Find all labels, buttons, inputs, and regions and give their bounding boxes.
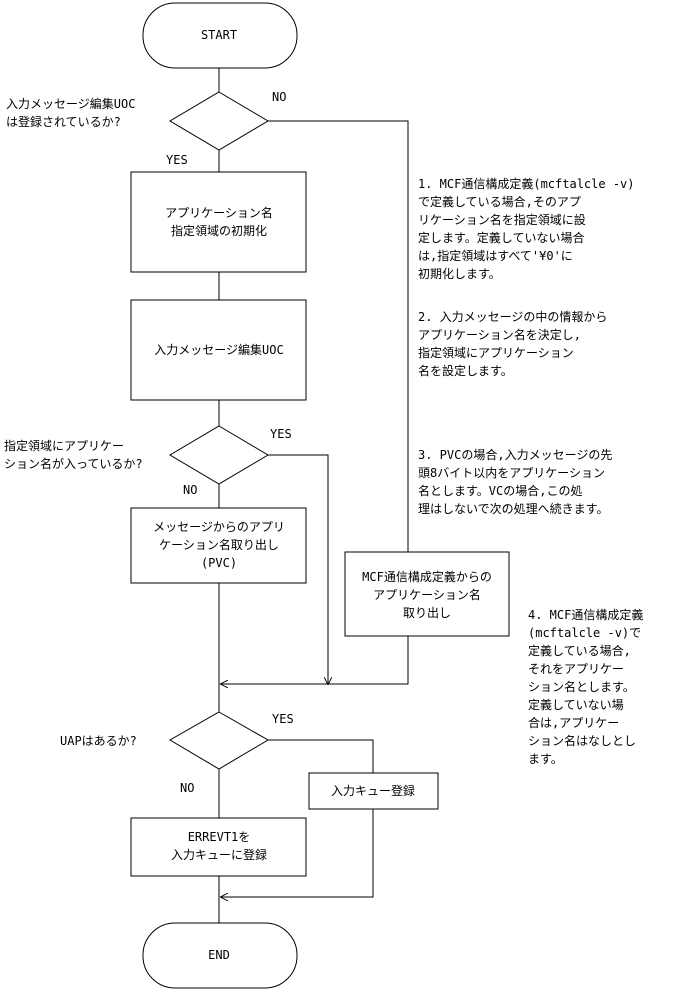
process-queue-line-1: 入力キュー登録 xyxy=(331,783,415,798)
start-label: START xyxy=(201,28,237,42)
decision-uoc-yes-label: YES xyxy=(166,153,188,167)
note-3-line-1: 3. PVCの場合,入力メッセージの先 xyxy=(418,447,612,462)
end-terminal: END xyxy=(142,922,298,989)
note-3: 3. PVCの場合,入力メッセージの先 頭8バイト以内をアプリケーション 名とし… xyxy=(418,447,612,516)
decision-appname-question-line-2: ション名が入っているか? xyxy=(4,456,143,471)
note-2-line-4: 名を設定します。 xyxy=(418,363,513,378)
decision-app-name-set: 指定領域にアプリケー ション名が入っているか? YES NO xyxy=(4,425,292,497)
process-init-app-name-area: アプリケーション名 指定領域の初期化 xyxy=(130,171,307,273)
decision-appname-question-line-1: 指定領域にアプリケー xyxy=(4,438,124,453)
note-4-line-8: ション名はなしとし xyxy=(528,733,636,748)
process-mcf-line-1: MCF通信構成定義からの xyxy=(362,569,492,584)
decision-uap-exists: UAPはあるか? YES NO xyxy=(60,711,294,795)
note-2: 2. 入力メッセージの中の情報から アプリケーション名を決定し, 指定領域にアプ… xyxy=(418,309,607,378)
decision-uoc-question-line-1: 入力メッセージ編集UOC xyxy=(6,96,135,111)
process-extract-from-message: メッセージからのアプリ ケーション名取り出し (PVC) xyxy=(130,507,307,584)
decision-uoc-no-label: NO xyxy=(272,90,286,104)
note-1: 1. MCF通信構成定義(mcftalcle -v) で定義している場合,そのア… xyxy=(418,176,635,281)
note-4-line-9: ます。 xyxy=(528,752,563,766)
decision-uap-yes-label: YES xyxy=(272,712,294,726)
process-extract-from-mcf-definition: MCF通信構成定義からの アプリケーション名 取り出し xyxy=(344,551,510,637)
decision-uap-question: UAPはあるか? xyxy=(60,734,137,748)
note-2-line-2: アプリケーション名を決定し, xyxy=(418,327,581,342)
connector-d3-yes xyxy=(268,739,374,773)
connector-p5-merge xyxy=(221,809,374,897)
process-mcf-line-3: 取り出し xyxy=(403,606,451,620)
note-2-line-3: 指定領域にアプリケーション xyxy=(418,345,574,360)
note-4: 4. MCF通信構成定義 (mcftalcle -v)で 定義している場合, そ… xyxy=(528,607,643,766)
connector-p4-merge xyxy=(221,636,409,684)
decision-appname-yes-label: YES xyxy=(270,427,292,441)
connector-d2-yes xyxy=(268,454,328,684)
start-terminal: START xyxy=(142,2,298,69)
process-init-line-2: 指定領域の初期化 xyxy=(171,223,267,238)
process-errevt1-line-2: 入力キューに登録 xyxy=(171,847,267,862)
note-1-line-5: は,指定領域はすべて'¥0'に xyxy=(418,248,573,263)
note-3-line-2: 頭8バイト以内をアプリケーション xyxy=(418,466,605,480)
process-input-message-uoc: 入力メッセージ編集UOC xyxy=(130,299,307,401)
connector-d1-no xyxy=(268,120,409,552)
note-4-line-4: それをアプリケー xyxy=(528,662,624,676)
note-1-line-6: 初期化します。 xyxy=(418,267,501,281)
process-mcf-line-2: アプリケーション名 xyxy=(373,587,481,602)
note-1-line-3: リケーション名を指定領域に設 xyxy=(418,212,586,227)
note-1-line-1: 1. MCF通信構成定義(mcftalcle -v) xyxy=(418,176,635,191)
note-4-line-6: 定義していない場 xyxy=(528,697,624,712)
note-4-line-7: 合は,アプリケー xyxy=(528,715,619,730)
decision-uoc-registered: 入力メッセージ編集UOC は登録されているか? NO YES xyxy=(6,90,286,167)
process-init-line-1: アプリケーション名 xyxy=(165,205,273,220)
note-2-line-1: 2. 入力メッセージの中の情報から xyxy=(418,309,607,324)
connectors xyxy=(218,68,409,923)
decision-uap-no-label: NO xyxy=(180,781,194,795)
decision-appname-no-label: NO xyxy=(183,483,197,497)
decision-uoc-question-line-2: は登録されているか? xyxy=(6,114,121,129)
process-extract-line-2: ケーション名取り出し xyxy=(159,537,279,552)
process-extract-line-1: メッセージからのアプリ xyxy=(153,520,285,534)
note-1-line-2: で定義している場合,そのアプ xyxy=(418,194,581,209)
process-register-input-queue: 入力キュー登録 xyxy=(308,772,439,810)
note-3-line-3: 名とします。VCの場合,この処 xyxy=(418,483,582,498)
note-4-line-1: 4. MCF通信構成定義 xyxy=(528,607,643,622)
note-1-line-4: 定します。定義していない場合 xyxy=(418,230,584,245)
note-3-line-4: 理はしないで次の処理へ続きます。 xyxy=(418,502,608,516)
note-4-line-2: (mcftalcle -v)で xyxy=(528,626,641,640)
process-errevt1-line-1: ERREVT1を xyxy=(188,830,251,844)
note-4-line-3: 定義している場合, xyxy=(528,643,631,658)
note-4-line-5: ション名とします。 xyxy=(528,679,635,694)
process-uoc-line-1: 入力メッセージ編集UOC xyxy=(154,342,283,357)
process-extract-line-3: (PVC) xyxy=(201,556,237,570)
process-register-errevt1: ERREVT1を 入力キューに登録 xyxy=(130,817,307,877)
end-label: END xyxy=(208,948,230,962)
